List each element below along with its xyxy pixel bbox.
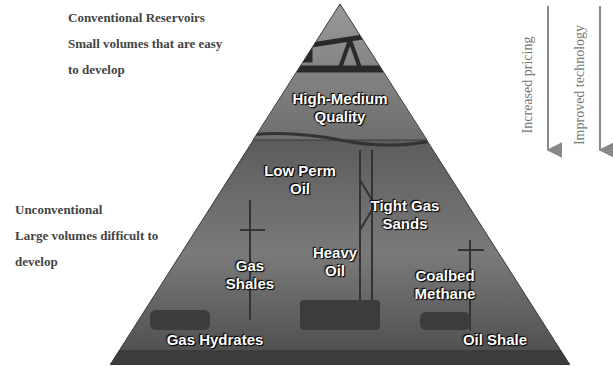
arrow-label: Improved technology <box>572 25 588 145</box>
arrow-label: Increased pricing <box>520 37 536 134</box>
resource-label: High-Medium Quality <box>280 90 400 126</box>
resource-label: Coalbed Methane <box>405 267 485 303</box>
band-divider <box>230 133 450 145</box>
band-outline-path <box>110 140 570 365</box>
pumpjack <box>296 26 390 72</box>
heading-text: Unconventional <box>15 197 175 223</box>
bottom-photo <box>100 140 580 367</box>
industrial-silhouettes <box>240 150 484 330</box>
resource-label: Tight Gas Sands <box>360 197 450 233</box>
resource-label: Gas Hydrates <box>167 331 264 349</box>
unconventional-band: Low Perm OilTight Gas SandsHeavy OilGas … <box>110 140 570 365</box>
pricing-arrow <box>547 6 549 150</box>
resource-label: Heavy Oil <box>305 244 365 280</box>
resource-label: Low Perm Oil <box>258 162 343 198</box>
note-text: Large volumes difficult to develop <box>15 223 175 275</box>
resource-label: Gas Shales <box>218 257 283 293</box>
conventional-band: High-Medium Quality <box>253 4 427 140</box>
resource-label: Oil Shale <box>463 331 527 349</box>
heading-text: Conventional Reservoirs <box>68 5 238 31</box>
tanks <box>110 300 570 367</box>
note-text: Small volumes that are easy to develop <box>68 31 228 83</box>
band-outline-path <box>253 4 427 140</box>
photo-collage <box>100 0 580 367</box>
technology-arrow <box>599 6 601 150</box>
